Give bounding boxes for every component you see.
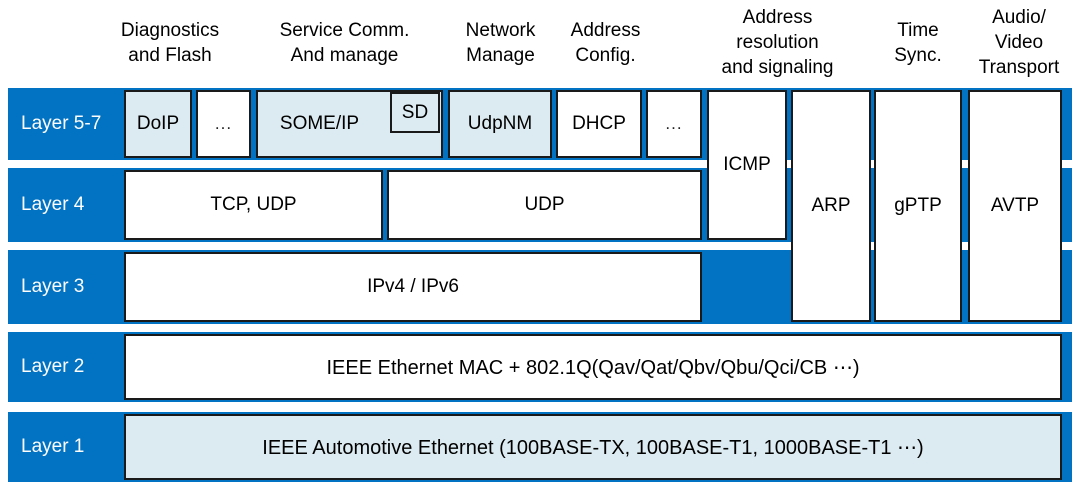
protocol-box-tcp-udp[interactable]: TCP, UDP (124, 170, 383, 240)
layer-label-layer-5-7: Layer 5-7 (8, 88, 120, 160)
protocol-box-dhcp[interactable]: DHCP (556, 90, 642, 158)
layer-label-text: Layer 2 (21, 356, 85, 377)
protocol-box-gptp[interactable]: gPTP (874, 90, 962, 322)
layer-label-text: Layer 1 (21, 436, 85, 457)
column-header-audio-video-transport: Audio/ Video Transport (978, 7, 1060, 78)
column-header-address-resolution-and-signaling: Address resolution and signaling (721, 7, 834, 78)
protocol-box-some-ip-label: SOME/IP (279, 113, 360, 134)
column-header-diagnostics-and-flash: Diagnostics and Flash (120, 20, 220, 66)
layer-label-text: Layer 5-7 (21, 113, 102, 134)
layer-label-layer-1: Layer 1 (8, 412, 120, 482)
layer-label-layer-3: Layer 3 (8, 250, 120, 324)
protocol-box-arp[interactable]: ARP (791, 90, 871, 322)
column-header-address-config: Address Config. (570, 20, 641, 66)
protocol-box-udpnm[interactable]: UdpNM (448, 90, 552, 158)
layer-label-layer-2: Layer 2 (8, 332, 120, 402)
protocol-box-udp[interactable]: UDP (387, 170, 702, 240)
column-header-time-sync: Time Sync. (894, 20, 942, 66)
layer-label-layer-4: Layer 4 (8, 168, 120, 242)
protocol-box-avtp[interactable]: AVTP (968, 90, 1062, 322)
column-header-network-manage: Network Manage (465, 20, 536, 66)
layer-label-text: Layer 3 (21, 276, 85, 297)
protocol-box-ipv4-ipv6[interactable]: IPv4 / IPv6 (124, 252, 702, 322)
protocol-box-dots-1[interactable]: ... (196, 90, 251, 158)
layer-label-text: Layer 4 (21, 194, 85, 215)
column-header-service-comm-and-manage: Service Comm. And manage (279, 20, 410, 66)
protocol-box-dots-2[interactable]: ... (646, 90, 702, 158)
protocol-box-icmp[interactable]: ICMP (707, 90, 787, 240)
protocol-box-ieee-ethernet-mac[interactable]: IEEE Ethernet MAC + 802.1Q(Qav/Qat/Qbv/Q… (124, 334, 1062, 400)
protocol-box-ieee-automotive-ethernet[interactable]: IEEE Automotive Ethernet (100BASE-TX, 10… (124, 414, 1062, 480)
protocol-box-sd[interactable]: SD (390, 92, 440, 133)
protocol-box-doip[interactable]: DoIP (124, 90, 192, 158)
